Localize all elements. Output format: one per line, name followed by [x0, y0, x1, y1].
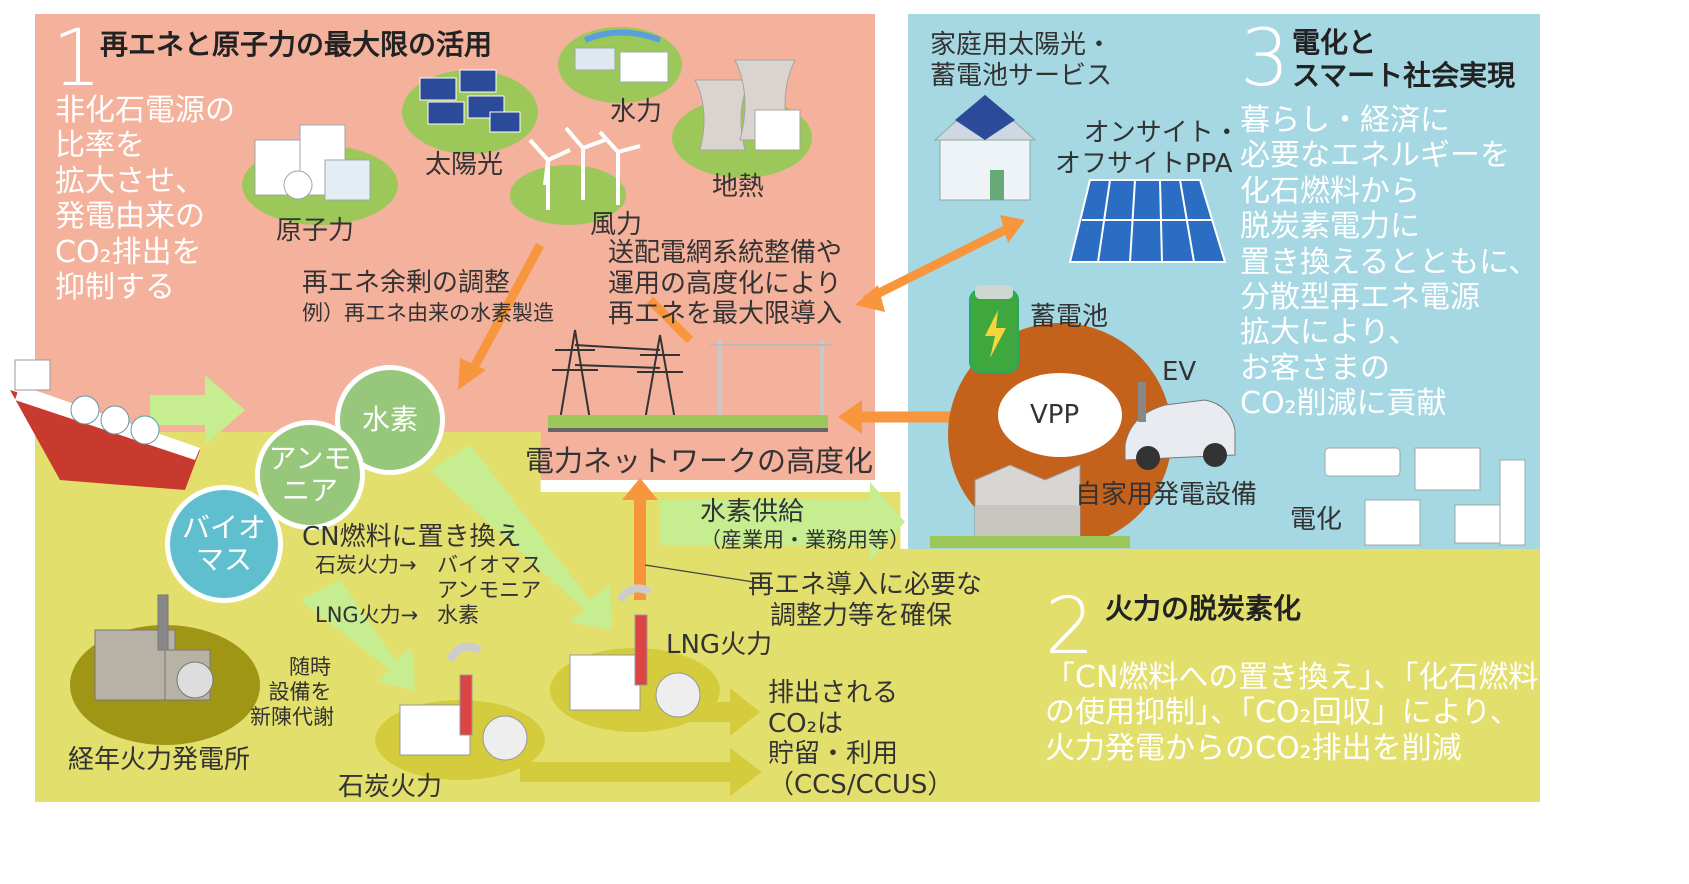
surplus-title: 再エネ余剰の調整	[302, 268, 511, 298]
biomass-circle: バイオマス	[165, 485, 283, 603]
coal-fuel-1: バイオマス	[437, 553, 542, 577]
section2-description: 「CN燃料への置き換え」、「化石燃料 の使用抑制」、「CO₂回収」により、 火力…	[1045, 660, 1539, 766]
hydrogen-supply-arrow	[660, 482, 905, 560]
section1-title: 再エネと原子力の最大限の活用	[100, 28, 493, 61]
grid-note: 送配電網系統整備や 運用の高度化により 再エネを最大限導入	[608, 238, 843, 330]
cn-fuel-title: CN燃料に置き換え	[302, 522, 522, 552]
co2-arrow-upper	[690, 688, 760, 736]
car-icon	[1124, 382, 1236, 470]
lng-fuel: 水素	[437, 603, 479, 627]
section3-description: 暮らし・経済に 必要なエネルギーを 化石燃料から 脱炭素電力に 置き換えるととも…	[1240, 103, 1539, 422]
nuclear-plant-icon	[254, 124, 371, 201]
power-tower-icon	[552, 329, 832, 421]
adjust-note: 再エネ導入に必要な 調整力等を確保	[748, 570, 983, 631]
lng-plant-label: LNG火力	[666, 630, 773, 660]
surplus-example: 例）再エネ由来の水素製造	[302, 301, 554, 325]
section2-title: 火力の脱炭素化	[1105, 592, 1302, 625]
ppa-arrow	[862, 220, 1018, 305]
home-solar-label: 家庭用太陽光・ 蓄電池サービス	[930, 30, 1113, 91]
house-icon	[933, 94, 1037, 201]
battery-label: 蓄電池	[1030, 302, 1109, 332]
coal-plant-icon	[399, 642, 528, 761]
ppa-label: オンサイト・ オフサイトPPA	[1055, 118, 1240, 179]
hydrogen-supply-label: 水素供給	[700, 497, 805, 527]
ppa-panel-icon	[1068, 179, 1227, 263]
factory-icon	[974, 464, 1081, 541]
coal-plant-label: 石炭火力	[338, 772, 443, 802]
grid-arrow	[646, 296, 694, 344]
cooling-tower-icon	[694, 59, 801, 151]
section3-number: 3	[1240, 14, 1290, 104]
lng-to-label: LNG火力→	[315, 603, 419, 627]
section1-number: 1	[52, 14, 102, 104]
ship-icon	[10, 359, 200, 490]
fuel-flow-arrow	[150, 375, 245, 445]
lng-plant-icon	[569, 584, 701, 718]
label-solar: 太陽光	[425, 150, 504, 180]
coal-to-label: 石炭火力→	[315, 553, 417, 577]
replace-note: 随時 設備を 新陳代謝	[250, 655, 334, 729]
label-nuclear: 原子力	[276, 216, 355, 246]
coal-fuel-2: アンモニア	[437, 578, 542, 602]
label-geothermal: 地熱	[712, 172, 765, 202]
battery-icon	[969, 285, 1019, 373]
section3-title: 電化と スマート社会実現	[1292, 26, 1516, 93]
dam-icon	[574, 29, 669, 83]
label-hydro: 水力	[610, 97, 663, 127]
old-plant-label: 経年火力発電所	[68, 745, 251, 775]
hydrogen-supply-sub: （産業用・業務用等）	[700, 528, 910, 552]
fuel-to-lng-arrow	[430, 445, 612, 630]
vpp-label: VPP	[1030, 400, 1080, 430]
air-conditioner-icon	[1324, 447, 1526, 546]
section1-description: 非化石電源の 比率を 拡大させ、 発電由来の CO₂排出を 抑制する	[55, 93, 235, 305]
label-wind: 風力	[590, 210, 643, 240]
old-thermal-plant-icon	[94, 594, 214, 701]
ev-label: EV	[1162, 357, 1197, 387]
self-generation-label: 自家用発電設備	[1075, 480, 1258, 510]
network-title: 電力ネットワークの高度化	[525, 444, 874, 478]
electrify-label: 電化	[1290, 505, 1343, 535]
ccs-note: 排出される CO₂は 貯留・利用 （CCS/CCUS）	[768, 678, 954, 801]
fuel-to-coal-arrow	[300, 580, 415, 690]
ammonia-circle: アンモニア	[255, 420, 365, 530]
co2-arrow-lower	[520, 748, 762, 796]
wind-turbine-icon	[528, 126, 641, 210]
surplus-arrow	[466, 242, 544, 378]
section2-number: 2	[1045, 582, 1095, 672]
solar-panel-icon	[419, 69, 521, 133]
